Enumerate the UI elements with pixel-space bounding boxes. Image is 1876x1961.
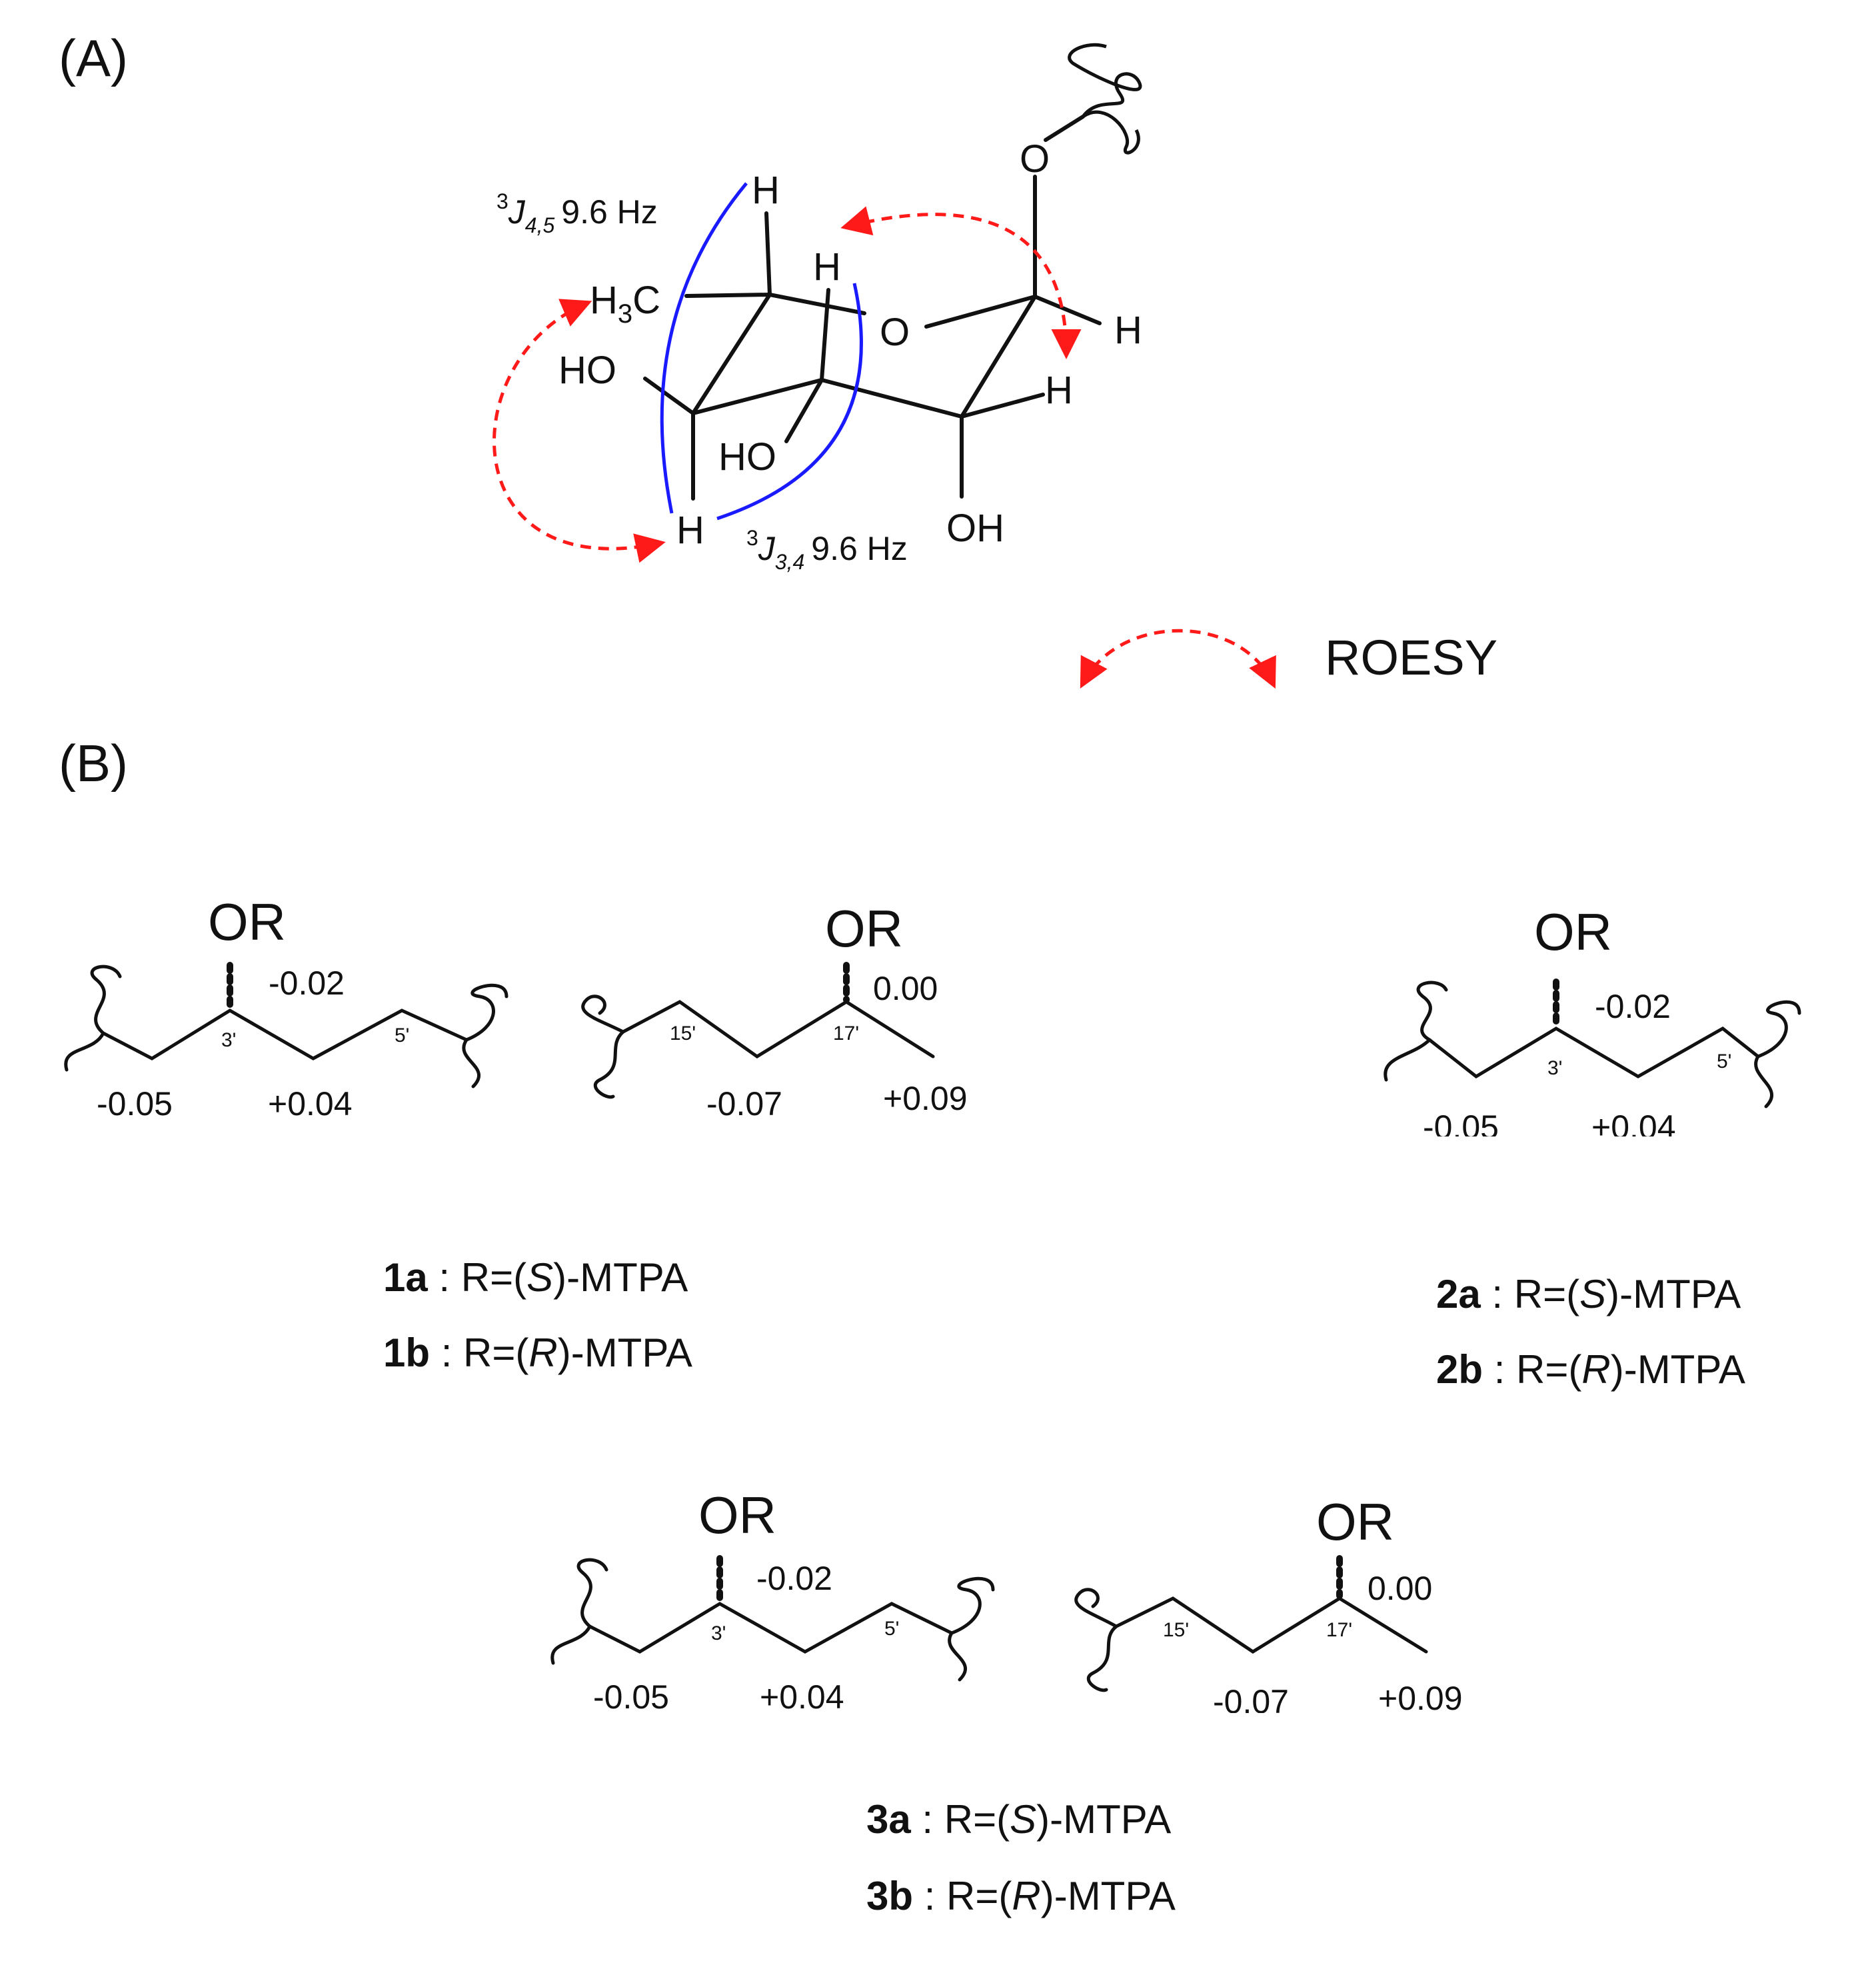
fragment-1-left: OR 3' 5' -0.02 -0.05 +0.04 (64, 893, 508, 1120)
atom-h-c2: H (1045, 369, 1073, 412)
panel-a-label: (A) (59, 29, 128, 87)
or-label: OR (208, 893, 286, 951)
wavy-end-left (1074, 1588, 1118, 1692)
delta-value: -0.02 (1595, 988, 1671, 1025)
fragment-1-right: OR 15' 17' 0.00 -0.07 +0.09 (581, 899, 968, 1120)
delta-value: -0.05 (1423, 1108, 1499, 1136)
atom-h3c: H3C (590, 279, 660, 329)
position-label: 5' (884, 1618, 899, 1640)
roesy-legend-label: ROESY (1325, 630, 1497, 685)
or-label: OR (1534, 903, 1612, 961)
delta-value: +0.09 (1378, 1680, 1463, 1713)
delta-value: 0.00 (873, 970, 938, 1007)
wavy-end-left (581, 994, 625, 1099)
atom-ho-c3: HO (718, 435, 776, 479)
atom-ho-c4: HO (558, 349, 616, 392)
atom-ring-o: O (880, 311, 910, 354)
atom-h-bottom: H (676, 509, 704, 552)
atom-glyco-o: O (1020, 137, 1050, 181)
fragment-chain (1427, 1026, 1760, 1079)
roesy-legend-arrow (1080, 629, 1276, 689)
caption-3b: 3b : R=(R)-MTPA (866, 1874, 1176, 1918)
caption-2b: 2b : R=(R)-MTPA (1436, 1347, 1745, 1392)
position-label: 3' (221, 1029, 236, 1051)
delta-value: -0.02 (756, 1560, 832, 1597)
position-label: 5' (395, 1024, 409, 1046)
delta-value: 0.00 (1368, 1570, 1432, 1607)
atom-oh-c2: OH (946, 507, 1004, 550)
delta-value: +0.04 (1591, 1108, 1676, 1136)
atom-h-mid: H (813, 245, 841, 289)
position-label: 3' (711, 1622, 726, 1644)
position-label: 3' (1547, 1057, 1562, 1079)
caption-2a: 2a : R=(S)-MTPA (1436, 1272, 1741, 1316)
wavy-end-right (948, 1576, 995, 1682)
position-label: 5' (1717, 1050, 1731, 1072)
caption-1a: 1a : R=(S)-MTPA (383, 1255, 688, 1300)
wavy-end-right (1754, 1000, 1801, 1108)
wavy-end-left (550, 1558, 608, 1665)
or-label: OR (1316, 1492, 1394, 1551)
caption-1b: 1b : R=(R)-MTPA (383, 1330, 692, 1375)
delta-value: +0.04 (268, 1085, 353, 1120)
delta-value: -0.07 (1213, 1683, 1289, 1713)
or-label: OR (825, 899, 903, 958)
fragment-chain (1114, 1596, 1428, 1654)
wavy-bond (1068, 43, 1142, 118)
wavy-end-left (64, 965, 122, 1072)
atom-h-anomeric: H (1114, 309, 1142, 352)
position-label: 17' (1326, 1619, 1352, 1641)
position-label: 15' (1163, 1619, 1189, 1641)
roesy-arrow-h3c-h (492, 299, 666, 563)
fragment-3-left: OR 3' 5' -0.02 -0.05 +0.04 (550, 1486, 995, 1713)
delta-value: -0.05 (593, 1678, 669, 1713)
roesy-arrow-h-h1 (840, 206, 1082, 359)
fragment-3-right: OR 15' 17' 0.00 -0.07 +0.09 (1074, 1492, 1463, 1713)
wavy-end-right (462, 983, 508, 1088)
atom-h-top: H (752, 169, 780, 212)
caption-3a: 3a : R=(S)-MTPA (866, 1797, 1172, 1842)
or-label: OR (698, 1486, 776, 1544)
position-label: 17' (833, 1022, 859, 1044)
delta-value: -0.05 (97, 1085, 173, 1120)
delta-value: -0.07 (706, 1085, 782, 1120)
fragment-chain (621, 1000, 935, 1058)
delta-value: +0.09 (883, 1080, 968, 1117)
fragment-chain (588, 1602, 954, 1654)
wavy-end-left (1384, 980, 1448, 1082)
position-label: 15' (670, 1022, 696, 1044)
delta-value: -0.02 (269, 965, 345, 1002)
panel-b-label: (B) (59, 734, 128, 793)
fragment-2-left: OR 3' 5' -0.02 -0.05 +0.04 (1384, 903, 1801, 1136)
wavy-bond-2 (1082, 110, 1140, 155)
delta-value: +0.04 (760, 1678, 844, 1713)
fragment-chain (101, 1008, 469, 1060)
